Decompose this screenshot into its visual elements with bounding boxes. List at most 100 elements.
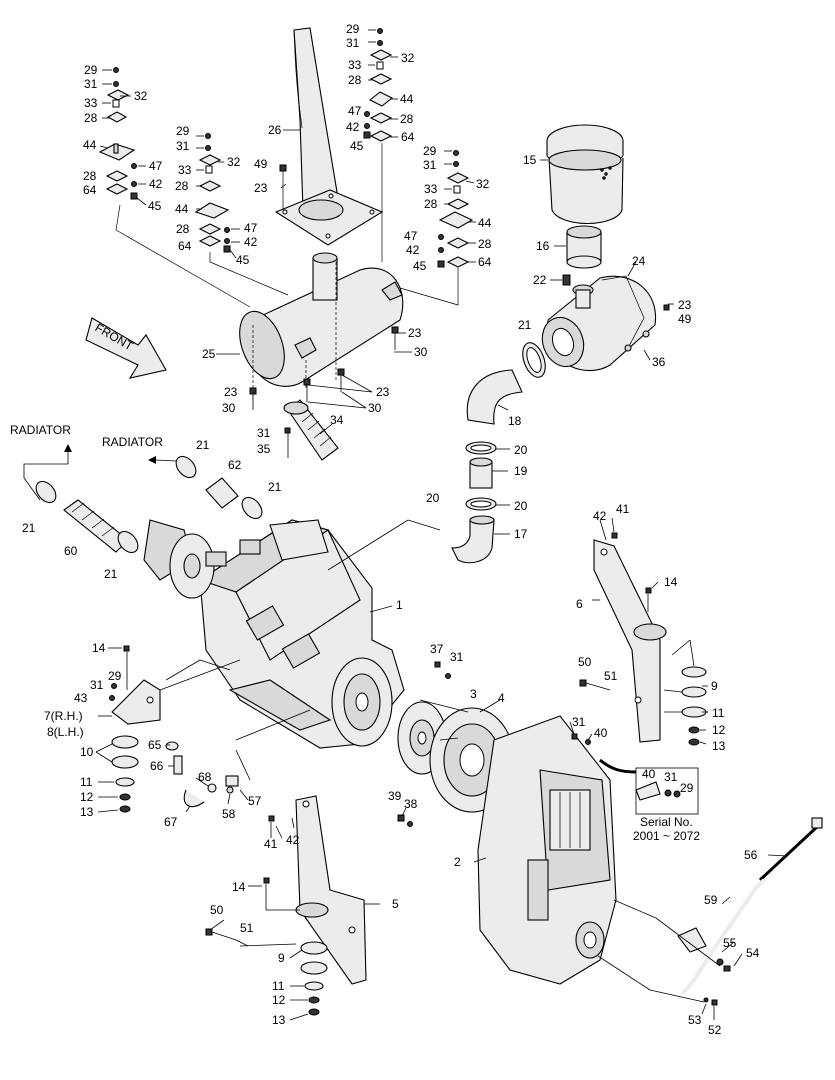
- callout: 49: [678, 312, 692, 326]
- callout: 28: [424, 197, 438, 211]
- serial-range: 2001 ~ 2072: [633, 829, 700, 843]
- callout: 19: [514, 464, 528, 478]
- callout: 50: [210, 903, 224, 917]
- exhaust-stack-26: [274, 27, 384, 246]
- radiator-hose-60: [23, 444, 139, 554]
- callout-labels: 29 31 32 33 28 44 47 42 28 64 45 29 31 3…: [10, 22, 760, 1037]
- callout: 5: [392, 897, 399, 911]
- callout: 20: [514, 499, 528, 513]
- callout: 42: [244, 235, 258, 249]
- callout: 47: [404, 229, 418, 243]
- callout: 28: [83, 169, 97, 183]
- engine-mount-bracket-5: [205, 795, 367, 985]
- callout: 64: [478, 255, 492, 269]
- callout: 14: [92, 641, 106, 655]
- callout: 36: [652, 355, 666, 369]
- serial-title: Serial No.: [640, 815, 693, 829]
- callout: 32: [476, 177, 490, 191]
- callout: 3: [470, 687, 477, 701]
- callout: 52: [708, 1023, 722, 1037]
- callout: 41: [264, 837, 278, 851]
- callout: 35: [257, 442, 271, 456]
- callout: 21: [196, 438, 210, 452]
- callout: 44: [478, 216, 492, 230]
- callout: 31: [664, 770, 678, 784]
- air-cleaner-body-24: [541, 274, 670, 372]
- callout: 30: [368, 401, 382, 415]
- callout: 64: [83, 183, 97, 197]
- air-filter-element-16: [566, 225, 602, 269]
- callout: 45: [413, 259, 427, 273]
- callout: 10: [80, 745, 94, 759]
- mount-stack-bottom: [300, 941, 328, 1016]
- callout: 66: [150, 759, 164, 773]
- callout: 58: [222, 807, 236, 821]
- hose-clamps-20: [465, 441, 497, 511]
- callout: 42: [149, 177, 163, 191]
- callout: 50: [578, 655, 592, 669]
- callout: 23: [376, 385, 390, 399]
- callout: 29: [84, 63, 98, 77]
- transmission-2: [477, 715, 617, 985]
- callout: 42: [406, 243, 420, 257]
- callout: 42: [346, 120, 360, 134]
- callout: 40: [642, 767, 656, 781]
- muffler-25: [239, 252, 404, 400]
- callout: 28: [175, 179, 189, 193]
- callout: 4: [498, 691, 505, 705]
- exhaust-flex-34: [283, 399, 339, 461]
- air-cleaner-cover-15: [546, 124, 624, 225]
- callout: 38: [404, 797, 418, 811]
- callout: 13: [80, 805, 94, 819]
- intake-hose-18: [466, 369, 523, 425]
- callout: 29: [108, 669, 122, 683]
- callout: 18: [508, 414, 522, 428]
- callout: 55: [723, 936, 737, 950]
- callout: 41: [616, 502, 630, 516]
- callout: 64: [178, 239, 192, 253]
- callout: 45: [350, 139, 364, 153]
- radiator-label-right: RADIATOR: [102, 435, 163, 449]
- leader-lines: [95, 29, 789, 1021]
- callout: 32: [401, 51, 415, 65]
- callout: 53: [688, 1013, 702, 1027]
- callout: 42: [593, 509, 607, 523]
- engine-mount-left-7-8: [109, 645, 161, 813]
- callout: 37: [430, 642, 444, 656]
- callout: 23: [224, 385, 238, 399]
- callout: 44: [175, 202, 189, 216]
- elbow-17: [451, 515, 495, 564]
- callout: 54: [746, 946, 760, 960]
- lh-label: 8(L.H.): [47, 725, 84, 739]
- hardware-stack-left: [98, 67, 251, 308]
- callout: 44: [83, 138, 97, 152]
- callout: 33: [424, 182, 438, 196]
- callout: 14: [664, 575, 678, 589]
- callout: 28: [400, 112, 414, 126]
- callout: 33: [178, 163, 192, 177]
- callout: 62: [228, 458, 242, 472]
- callout: 31: [176, 139, 190, 153]
- callout: 45: [148, 199, 162, 213]
- callout: 24: [632, 254, 646, 268]
- radiator-label-left: RADIATOR: [10, 423, 71, 437]
- callout: 65: [148, 738, 162, 752]
- callout: 13: [712, 739, 726, 753]
- front-arrow: [85, 317, 167, 379]
- hardware-stack-right: [399, 150, 474, 306]
- muffler-bolts: [249, 326, 399, 410]
- callout: 45: [236, 253, 250, 267]
- callout: 9: [278, 951, 285, 965]
- callout: 6: [576, 597, 583, 611]
- callout: 12: [80, 790, 94, 804]
- callout: 44: [400, 92, 414, 106]
- callout: 26: [268, 123, 282, 137]
- callout: 21: [268, 480, 282, 494]
- hose-19: [469, 457, 493, 489]
- callout: 68: [198, 770, 212, 784]
- callout: 25: [202, 347, 216, 361]
- callout: 20: [514, 443, 528, 457]
- mount-stack-right: [681, 666, 707, 746]
- callout: 59: [704, 893, 718, 907]
